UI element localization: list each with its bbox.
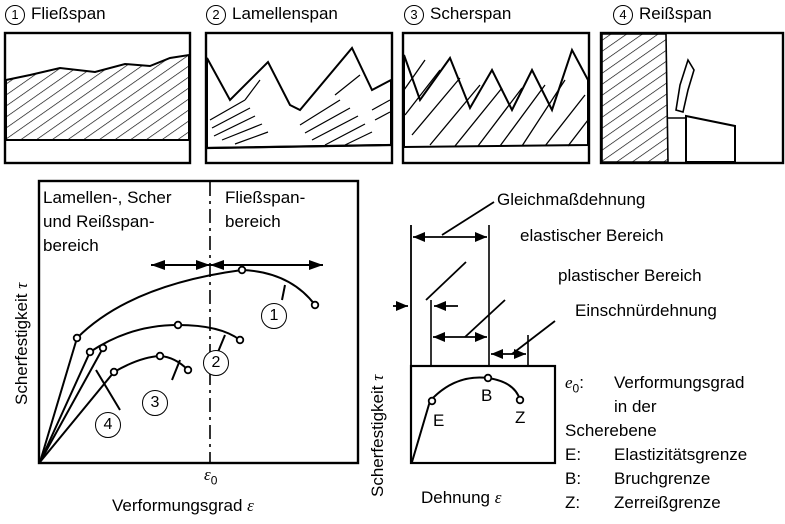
right-ylabel-text: Scherfestigkeit — [368, 385, 387, 498]
right-chart-ylabel: Scherfestigkeit τ — [368, 375, 388, 497]
region-right-line-1: Fließspan- — [225, 188, 306, 207]
legend-e0-sub: 0 — [572, 381, 580, 396]
point-label-z: Z — [515, 408, 526, 427]
left-xlabel-text: Verformungsgrad — [112, 496, 243, 515]
legend-e0-line-1: Verformungsgrad — [614, 373, 745, 392]
legend-e0-line-3: Scherebene — [565, 421, 657, 440]
chip-name-1: Fließspan — [31, 4, 106, 23]
chip-label-2: 2 Lamellenspan — [206, 4, 338, 25]
right-chart — [393, 201, 557, 465]
annotation-gleichmass: Gleichmaßdehnung — [497, 190, 646, 209]
chip-number-2: 2 — [206, 4, 226, 25]
region-left-line-3: bereich — [43, 236, 99, 255]
eps0-sub: 0 — [210, 473, 218, 488]
legend-e0-letter: e — [565, 373, 573, 392]
chip-name-4: Reißspan — [639, 4, 712, 23]
annotation-elastisch: elastischer Bereich — [520, 226, 664, 245]
chip-number-1: 1 — [5, 4, 25, 25]
region-left-line-1: Lamellen-, Scher — [43, 188, 172, 207]
right-xlabel-text: Dehnung — [421, 488, 491, 507]
point-label-e: E — [433, 411, 445, 430]
curve-number-3: 3 — [142, 390, 168, 416]
legend-e0-key: e0: — [565, 373, 584, 398]
region-right-line-2: bereich — [225, 212, 281, 231]
chip-name-3: Scherspan — [430, 4, 512, 23]
chip-label-3: 3 Scherspan — [404, 4, 511, 25]
left-chart — [37, 179, 360, 465]
legend-item-z-key: Z: — [565, 493, 581, 512]
left-xlabel-symbol: ε — [247, 496, 254, 515]
right-chart-xlabel: Dehnung ε — [421, 488, 501, 507]
eps0-label: ε0 — [204, 465, 217, 490]
legend-item-e-key: E: — [565, 445, 582, 464]
point-label-b: B — [481, 386, 493, 405]
left-ylabel-text: Scherfestigkeit — [12, 293, 31, 406]
chip-panel-3 — [401, 31, 591, 165]
curve-number-1: 1 — [261, 303, 287, 329]
chip-number-4: 4 — [613, 4, 633, 25]
left-chart-xlabel: Verformungsgrad ε — [112, 496, 254, 515]
chip-panel-4 — [599, 31, 785, 165]
legend-item-b-text: Bruchgrenze — [614, 469, 711, 488]
right-ylabel-symbol: τ — [368, 374, 387, 381]
right-xlabel-symbol: ε — [494, 488, 502, 507]
chip-number-3: 3 — [404, 4, 424, 25]
eps0-symbol: ε — [204, 465, 211, 484]
chip-label-4: 4 Reißspan — [613, 4, 712, 25]
curve-number-4: 4 — [95, 412, 121, 438]
region-left-line-2: und Reißspan- — [43, 212, 155, 231]
curve-number-2: 2 — [203, 350, 229, 376]
annotation-einschnuer: Einschnürdehnung — [575, 301, 717, 320]
legend-item-z-text: Zerreißgrenze — [614, 493, 721, 512]
annotation-plastisch: plastischer Bereich — [558, 266, 702, 285]
left-chart-ylabel: Scherfestigkeit τ — [12, 283, 32, 405]
legend-e0-line-2: in der — [614, 397, 657, 416]
left-ylabel-symbol: τ — [12, 282, 31, 289]
chip-label-1: 1 Fließspan — [5, 4, 106, 25]
chip-name-2: Lamellenspan — [232, 4, 338, 23]
legend-e0-colon: : — [579, 373, 584, 392]
chip-panel-2 — [204, 31, 394, 165]
legend-item-b-key: B: — [565, 469, 582, 488]
legend-item-e-text: Elastizitätsgrenze — [614, 445, 748, 464]
chip-panel-1 — [3, 31, 192, 165]
